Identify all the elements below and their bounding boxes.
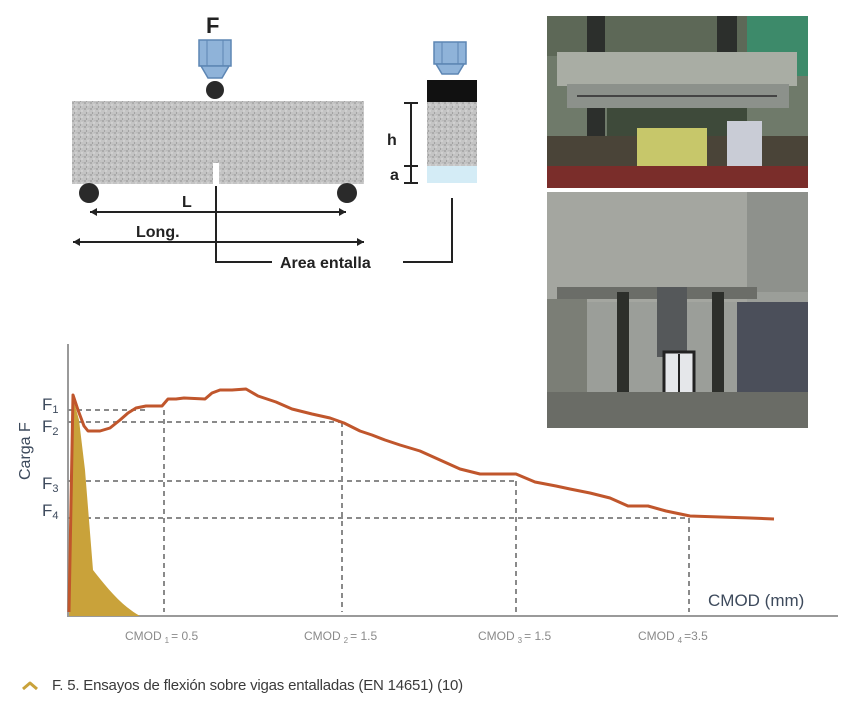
notch-area-leader-line-right bbox=[403, 198, 453, 263]
force-level-f3: F3 bbox=[42, 474, 59, 495]
test-machine-photo-top bbox=[547, 16, 808, 188]
length-label: Long. bbox=[136, 224, 180, 241]
load-roller bbox=[206, 81, 224, 99]
load-curve bbox=[67, 387, 775, 613]
test-machine-photo-bottom bbox=[547, 192, 808, 428]
left-support-roller bbox=[79, 183, 99, 203]
force-level-f1: F1 bbox=[42, 395, 59, 416]
notch bbox=[213, 163, 219, 184]
load-piston-icon bbox=[198, 39, 232, 79]
section-dimensions bbox=[404, 102, 418, 184]
guide-lines bbox=[68, 409, 690, 612]
span-dimension bbox=[90, 208, 346, 216]
height-label: h bbox=[387, 132, 397, 149]
force-level-f4: F4 bbox=[42, 501, 59, 522]
elastic-area bbox=[69, 398, 140, 616]
force-label: F bbox=[206, 13, 219, 38]
beam-schematic: F L Long. Area entalla bbox=[72, 13, 477, 272]
force-level-f2: F2 bbox=[42, 417, 59, 438]
figure-caption: F. 5. Ensayos de flexión sobre vigas ent… bbox=[22, 674, 463, 696]
length-dimension bbox=[73, 238, 364, 246]
notch-area-leader-line bbox=[215, 186, 272, 263]
notch-area-label: Area entalla bbox=[280, 255, 371, 272]
span-label: L bbox=[182, 194, 192, 211]
x-axis-label: CMOD (mm) bbox=[708, 591, 804, 610]
caption-text: F. 5. Ensayos de flexión sobre vigas ent… bbox=[52, 676, 463, 694]
section-piston-icon bbox=[433, 41, 467, 75]
right-support-roller bbox=[337, 183, 357, 203]
chevron-up-icon bbox=[22, 681, 38, 690]
notch-depth-label: a bbox=[390, 167, 399, 184]
cross-section bbox=[427, 41, 477, 183]
y-axis-label: Carga F bbox=[17, 422, 34, 480]
